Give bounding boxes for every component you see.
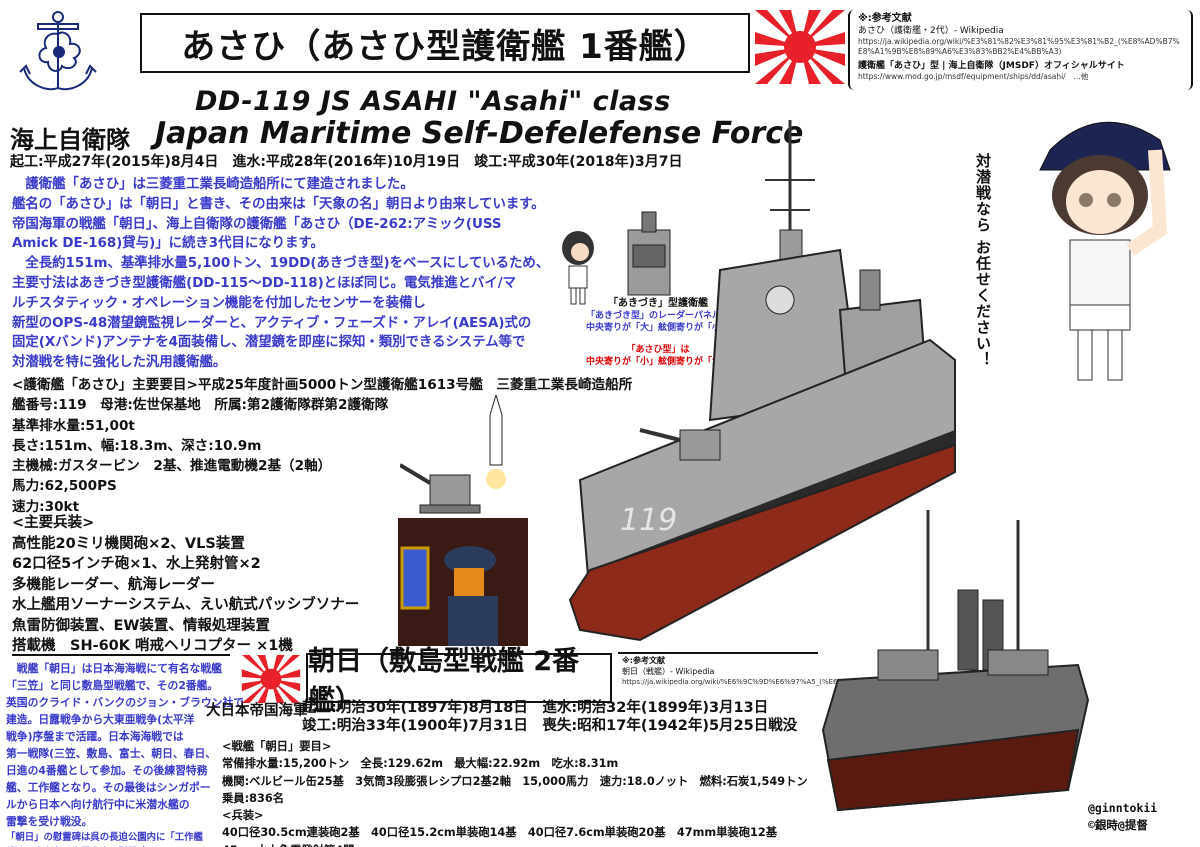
imperial-navy-label: 大日本帝国海軍 (206, 703, 308, 719)
sonar-operator-illustration (398, 518, 528, 646)
artist-handle: @ginntokii (1088, 801, 1158, 815)
intro-line: 主要寸法はあきづき型護衛艦(DD-115～DD-118)とほぼ同じ。電気推進とバ… (12, 275, 517, 291)
intro-line: 固定(Xバンド)アンテナを4面装備し、潜望鏡を即座に探知・類別できるシステム等で (12, 335, 526, 351)
speech-line: お任せください！ (974, 239, 992, 368)
spec-line: 機関:ベルビール缶25基 3気筒3段膨張レシプロ2基2軸 15,000馬力 速力… (222, 774, 808, 788)
destroyer-asahi-illustration: 119 (560, 100, 960, 650)
hull-number: 119 (620, 503, 677, 538)
history-line: 戦争)序盤まで活躍。日本海海戦では (6, 730, 184, 743)
history-line: 英国のクライド・バンクのジョン・ブラウン社で (6, 696, 245, 709)
armament-line: 魚雷防御装置、EW装置、情報処理装置 (12, 617, 270, 634)
intro-line: Amick DE-168)貸与)」に続き3代目になります。 (12, 236, 324, 252)
chibi-character-illustration (556, 228, 600, 308)
section-divider (618, 652, 818, 654)
speech-line: 対潜戦なら (974, 153, 992, 233)
spec-line: 45cm水上魚雷発射管4門 (222, 842, 808, 847)
artist-copyright: ©銀時@提督 (1088, 818, 1148, 832)
spec-line: 主機械:ガスタービン 2基、推進電動機2基（2軸） (12, 458, 332, 475)
battleship-asahi-illustration (818, 500, 1098, 820)
armament-line: 水上艦用ソーナーシステム、えい航式パッシブソナー (12, 597, 360, 613)
force-name-jp: 海上自衛隊 (10, 126, 130, 154)
spec-line: 長さ:151m、幅:18.3m、深さ:10.9m (12, 437, 262, 454)
reference-title: 朝日（戦艦）- Wikipedia (622, 667, 715, 676)
references-heading: ※:参考文献 (622, 656, 665, 665)
asahi-specs: <護衛艦「あさひ」主要要目>平成25年度計画5000トン型護衛艦1613号艦 三… (12, 375, 632, 517)
history-line: 戦艦「朝日」は日本海海戦にて有名な戦艦 (6, 662, 222, 675)
reference-url[interactable]: https://ja.wikipedia.org/wiki/%E3%81%82%… (858, 37, 1180, 56)
armament-line: 高性能20ミリ機関砲×2、VLS装置 (12, 535, 245, 552)
spec-line: <戦艦「朝日」要目> (222, 740, 332, 753)
armament-line: 62口径5インチ砲×1、水上発射管×2 (12, 556, 261, 572)
note-akizuki-line: 中央寄りが「大」舷側寄りが「小」 (586, 323, 731, 333)
artist-credit: @ginntokii ©銀時@提督 (1088, 800, 1157, 834)
references-heading: ※:参考文献 (858, 13, 912, 24)
history-line: 建造。日露戦争から大東亜戦争(太平洋 (6, 713, 195, 726)
akizuki-radar-illustration (618, 210, 680, 300)
armament-line: 多機能レーダー、航海レーダー (12, 576, 215, 593)
history-line: 艦、工作艦となり。その最後はシンガポー (6, 781, 211, 794)
battleship-dates: 起工:明治30年(1897年)8月18日 進水:明治32年(1899年)3月13… (302, 699, 797, 735)
rising-sun-flag-icon (755, 10, 845, 84)
intro-line: 護衛艦「あさひ」は三菱重工業長崎造船所にて建造されました。 (12, 177, 414, 192)
reference-url[interactable]: https://www.mod.go.jp/msdf/equipment/shi… (858, 72, 1089, 81)
battleship-specs: <戦艦「朝日」要目> 常備排水量:15,200トン 全長:129.62m 最大幅… (222, 738, 808, 847)
reference-url[interactable]: https://ja.wikipedia.org/wiki/%E6%9C%9D%… (622, 678, 919, 686)
armament-line: 搭載機 SH-60K 哨戒ヘリコプター ×1機 (12, 638, 293, 654)
intro-line: ルチスタティック・オペレーション機能を付加したセンサーを装備し (12, 295, 426, 311)
spec-line: <護衛艦「あさひ」主要要目>平成25年度計画5000トン型護衛艦1613号艦 三… (12, 377, 633, 393)
spec-line: 基準排水量:51,00t (12, 417, 135, 434)
page-title-box: あさひ（あさひ型護衛艦 1番艦） (140, 13, 750, 73)
speech-bubble-text: 対潜戦なら お任せください！ (972, 153, 994, 367)
date-line: 起工:明治30年(1897年)8月18日 進水:明治32年(1899年)3月13… (302, 700, 769, 716)
note-title: 「あきづき」型護衛艦 (608, 298, 708, 309)
history-line: 雷撃を受け戦没。 (6, 815, 93, 828)
jmsdf-emblem-icon (18, 8, 98, 93)
intro-line: 艦名の「あさひ」は「朝日」と書き、その由来は「天象の名」朝日より由来しています。 (12, 196, 545, 212)
navy-girl-character-illustration (1020, 100, 1180, 390)
gun-missile-illustration (398, 393, 530, 520)
memorial-line: 「朝日」の慰霊碑は呉の長迫公園内に「工作艦 (6, 832, 203, 843)
spec-line: <兵装> (222, 809, 264, 823)
spec-line: 乗員:836名 (222, 791, 284, 805)
intro-text: 護衛艦「あさひ」は三菱重工業長崎造船所にて建造されました。 艦名の「あさひ」は「… (12, 175, 622, 373)
rising-sun-flag-icon (240, 655, 302, 703)
asahi-armament: <主要兵装> 高性能20ミリ機関砲×2、VLS装置 62口径5インチ砲×1、水上… (12, 513, 359, 657)
note-akizuki-line: 「あきづき型」のレーダーパネルは (586, 311, 730, 321)
page-title: あさひ（あさひ型護衛艦 1番艦） (181, 26, 709, 67)
construction-dates: 起工:平成27年(2015年)8月4日 進水:平成28年(2016年)10月19… (10, 154, 683, 170)
intro-line: 全長約151m、基準排水量5,100トン、19DD(あきづき型)をベースにしてい… (12, 256, 550, 272)
date-line: 竣工:明治33年(1900年)7月31日 喪失:昭和17年(1942年)5月25… (302, 718, 798, 734)
intro-line: 帝国海軍の戦艦「朝日」、海上自衛隊の護衛艦「あさひ（DE-262:アミック(US… (12, 216, 502, 232)
history-line: 「三笠」と同じ敷島型戦艦で、その2番艦。 (6, 679, 219, 692)
spec-line: 40口径30.5cm連装砲2基 40口径15.2cm単装砲14基 40口径7.6… (222, 826, 778, 840)
history-line: 日進の4番艦として参加。その後練習特務 (6, 764, 208, 777)
references-box: ※:参考文献 あさひ（護衛艦・2代）- Wikipedia https://ja… (848, 10, 1193, 90)
reference-title: あさひ（護衛艦・2代）- Wikipedia (858, 26, 1004, 36)
spec-line: 馬力:62,500PS (12, 478, 117, 495)
battleship-history-text: 戦艦「朝日」は日本海海戦にて有名な戦艦 「三笠」と同じ敷島型戦艦で、その2番艦。… (6, 660, 245, 847)
spec-line: 艦番号:119 母港:佐世保基地 所属:第2護衛隊群第2護衛隊 (12, 397, 389, 414)
armament-line: <主要兵装> (12, 515, 95, 531)
spec-line: 速力:30kt (12, 498, 80, 515)
history-line: ルから日本へ向け航行中に米潜水艦の (6, 798, 190, 811)
reference-title: 護衛艦「あさひ」型 | 海上自衛隊（JMSDF）オフィシャルサイト (858, 61, 1125, 71)
section-divider (12, 654, 230, 656)
battleship-title-box: 朝日（敷島型戦艦 2番艦） (306, 646, 612, 716)
intro-line: 新型のOPS-48潜望鏡監視レーダーと、アクティブ・フェーズド・アレイ(AESA… (12, 315, 532, 331)
history-line: 第一戦隊(三笠、敷島、富士、朝日、春日、 (6, 747, 217, 760)
radar-panel-note: 「あきづき」型護衛艦 「あきづき型」のレーダーパネルは 中央寄りが「大」舷側寄り… (586, 298, 730, 368)
intro-line: 対潜戦を特に強化した汎用護衛艦。 (12, 355, 227, 371)
note-asahi-line: 「あさひ型」は (626, 345, 690, 355)
ship-designation: DD-119 JS ASAHI "Asahi" class (195, 86, 671, 117)
battleship-title: 朝日（敷島型戦艦 2番艦） (308, 646, 580, 716)
note-asahi-line: 中央寄りが「小」舷側寄りが「大」 (586, 357, 731, 367)
force-name-en: Japan Maritime Self-Defelefense Force (155, 116, 804, 151)
battleship-references: ※:参考文献 朝日（戦艦）- Wikipedia https://ja.wiki… (622, 655, 919, 688)
spec-line: 常備排水量:15,200トン 全長:129.62m 最大幅:22.92m 吃水:… (222, 757, 619, 771)
